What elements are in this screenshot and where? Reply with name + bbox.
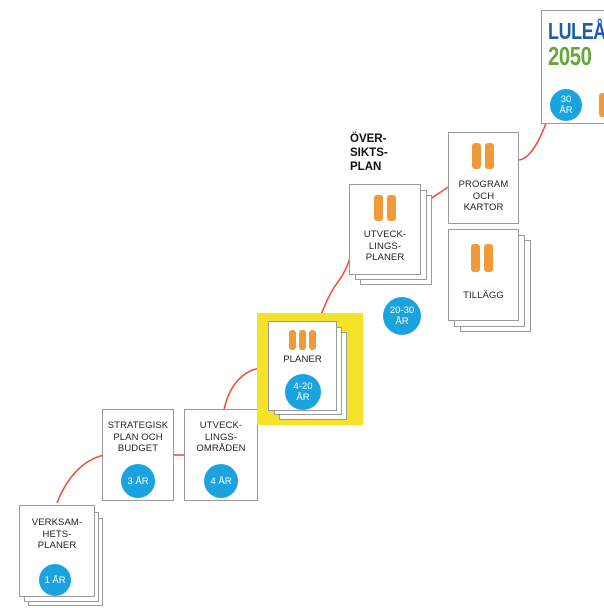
logo-title-bottom: 2050 [548, 41, 592, 71]
node-lulea2050: LULEÅ 2050 30 ÅR [541, 10, 604, 124]
bar-icon [374, 195, 383, 221]
node-strategisk-plan: STRATEGISK PLAN OCH BUDGET 3 ÅR [102, 409, 174, 501]
duration-badge: 1 ÅR [39, 564, 71, 596]
node-label: STRATEGISK PLAN OCH BUDGET [107, 420, 169, 454]
connector-3-4 [223, 367, 263, 411]
bar-icon [387, 195, 396, 221]
node-label: UTVECK- LINGS- PLANER [363, 229, 407, 263]
card-front: TILLÄGG [448, 229, 519, 321]
heading-oversiktsplan: ÖVER- SIKTS- PLAN [350, 133, 388, 173]
bar-icon [309, 330, 316, 350]
card-front: VERKSAM- HETS- PLANER 1 ÅR [19, 505, 95, 597]
card-front: UTVECK- LINGS- PLANER [349, 184, 421, 275]
bar-icon [471, 244, 480, 272]
connector-6-7 [517, 117, 549, 161]
duration-badge: 3 ÅR [121, 464, 155, 498]
bar-icon [485, 143, 494, 169]
node-label: UTVECK- LINGS- OMRÅDEN [196, 420, 246, 454]
node-label: TILLÄGG [463, 290, 504, 301]
duration-badge: 30 ÅR [550, 89, 582, 121]
duration-badge: 20-30 ÅR [383, 297, 421, 335]
bar-icon [484, 244, 493, 272]
duration-badge: 4 ÅR [204, 464, 238, 498]
bar-icon [299, 330, 306, 350]
node-program: PROGRAM OCH KARTOR [448, 132, 519, 224]
logo-title-top: LULEÅ [548, 18, 604, 44]
bar-icon [472, 143, 481, 169]
connector-1-2 [56, 454, 105, 504]
duration-badge: 4-20 ÅR [285, 374, 321, 410]
node-utvecklingsomraden: UTVECK- LINGS- OMRÅDEN 4 ÅR [184, 409, 258, 501]
card-front: PLANER 4-20 ÅR [268, 321, 337, 411]
node-label: PLANER [283, 354, 322, 365]
connector-4-5 [317, 257, 351, 323]
node-label: VERKSAM- HETS- PLANER [31, 517, 83, 551]
node-label: PROGRAM OCH KARTOR [458, 179, 509, 213]
bar-icon [599, 93, 604, 117]
bar-icon [289, 330, 296, 350]
